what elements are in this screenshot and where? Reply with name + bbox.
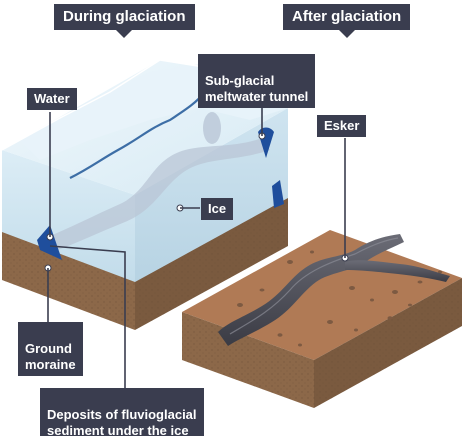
tunnel-vertical-shaft: [203, 112, 221, 144]
leader-deposits: [49, 245, 126, 388]
ice-front-face: [2, 150, 135, 282]
label-water: Water: [27, 88, 77, 110]
label-ice-text: Ice: [208, 201, 227, 216]
label-esker-text: Esker: [324, 118, 360, 133]
esker-block: [182, 230, 462, 408]
label-ice: Ice: [201, 198, 234, 220]
leader-lines: [47, 92, 346, 388]
soil-front-texture: [2, 230, 135, 330]
label-water-text: Water: [34, 91, 70, 106]
title-after-pointer: [338, 30, 355, 38]
label-ground-moraine: Ground moraine: [18, 322, 83, 376]
esker-branch: [345, 260, 450, 282]
scattered-stones: [237, 250, 442, 347]
esker-highlight: [229, 237, 399, 335]
label-deposits-text: Deposits of fluvioglacial sediment under…: [47, 407, 197, 436]
title-during-pointer: [116, 30, 133, 38]
water-pocket-right: [272, 180, 284, 208]
title-after-glaciation: After glaciation: [283, 4, 411, 38]
tunnel-inside-ice: [45, 138, 270, 252]
title-after-text: After glaciation: [292, 8, 402, 25]
label-tunnel-text: Sub-glacial meltwater tunnel: [205, 73, 309, 104]
ground-side-texture: [314, 278, 462, 408]
soil-side-texture: [135, 196, 288, 330]
title-during-text: During glaciation: [63, 8, 186, 25]
ground-front-texture: [182, 312, 314, 408]
water-pocket-front: [37, 225, 62, 260]
label-deposits: Deposits of fluvioglacial sediment under…: [40, 388, 204, 436]
label-meltwater-tunnel: Sub-glacial meltwater tunnel: [198, 54, 316, 108]
label-esker: Esker: [317, 115, 367, 137]
title-during-glaciation: During glaciation: [54, 4, 195, 38]
label-moraine-text: Ground moraine: [25, 341, 76, 372]
